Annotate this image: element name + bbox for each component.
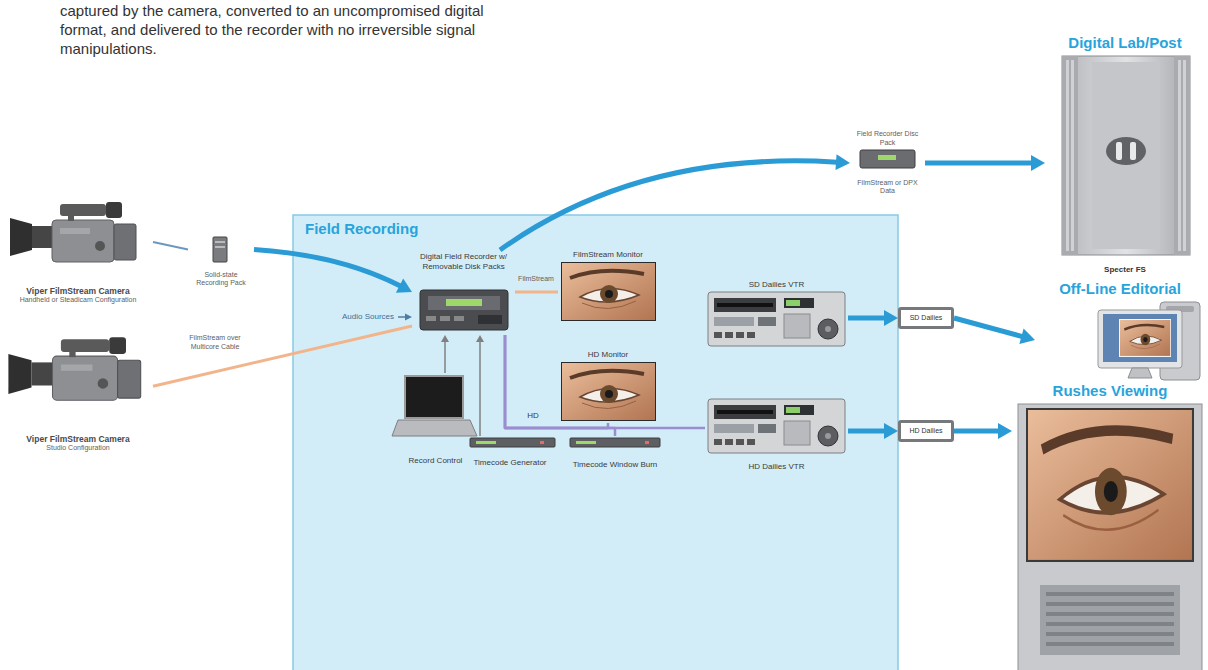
edge-label: FilmStream	[514, 275, 558, 284]
server-station: Digital Lab/PostSpecter FS	[1045, 32, 1205, 277]
tape-cassette: SD Dailies	[898, 307, 954, 329]
connector-line	[500, 161, 837, 250]
recorder-drawing	[420, 290, 508, 330]
connector-line	[505, 335, 608, 428]
arrow-head	[884, 423, 898, 439]
node-label: Solid-state Recording Pack	[190, 271, 252, 289]
node-label: FilmStream or DPX Data	[852, 179, 923, 197]
arrow-head	[998, 423, 1012, 439]
field-recording-ground	[293, 215, 898, 670]
connector	[500, 154, 850, 250]
connector	[476, 335, 484, 436]
connector	[848, 423, 898, 439]
workstation-drawing	[1098, 302, 1200, 380]
node-label: HD Monitor	[560, 350, 656, 360]
node-label: HD Dailies	[903, 427, 949, 435]
node-label: Timecode Generator	[467, 458, 553, 468]
connector-line	[505, 335, 705, 428]
connector	[153, 242, 188, 249]
connector	[505, 335, 608, 428]
connector-line	[515, 291, 558, 294]
node-label: Viper FilmStream Camera	[5, 434, 151, 444]
arrow-head	[396, 278, 412, 292]
connector	[441, 335, 449, 373]
timecode-device: Timecode Generator	[465, 436, 555, 470]
connector-line	[153, 326, 412, 386]
disc-pack-drawing	[860, 150, 915, 168]
vtr-drawing	[708, 292, 845, 453]
connector-line	[153, 242, 188, 249]
vtr-device: HD Dailies VTR	[705, 396, 848, 474]
monitor-device: FilmStream Monitor	[558, 248, 658, 323]
audio-input-arrow	[398, 314, 412, 321]
node-label: Handheld or Steadicam Configuration	[5, 296, 151, 305]
node-label: Field Recording	[305, 220, 886, 238]
editing-station: Off-Line Editorial	[1035, 278, 1205, 383]
television-drawing	[1018, 404, 1202, 670]
monitor-drawing	[561, 262, 656, 421]
connector	[954, 423, 1012, 439]
connector-line	[848, 429, 885, 434]
arrow-head	[1031, 155, 1045, 171]
note-text: Audio Sources	[334, 312, 394, 322]
node-label: SD Dailies VTR	[707, 280, 846, 290]
connector-line	[479, 341, 481, 436]
server-tower-drawing	[1062, 56, 1190, 255]
recording-pack-drawing	[213, 237, 227, 262]
connector	[153, 326, 412, 386]
connector-line	[954, 429, 999, 434]
recorder-device: Digital Field Recorder w/ Removable Disk…	[412, 250, 515, 335]
node-label: Viper FilmStream Camera	[5, 286, 151, 296]
viewing-station: Rushes Viewing	[1012, 380, 1208, 670]
node-label: Rushes Viewing	[1014, 382, 1206, 400]
recording-pack: Solid-state Recording Pack	[188, 232, 254, 290]
connector	[505, 335, 705, 428]
vtr-device: SD Dailies VTR	[705, 278, 848, 348]
connector	[515, 292, 558, 293]
arrow-head	[1019, 329, 1035, 344]
node-label: Specter FS	[1047, 265, 1203, 275]
edge-label: HD	[520, 411, 546, 421]
monitor-device: HD Monitor	[558, 348, 658, 423]
connector	[848, 310, 898, 326]
connector-line	[254, 249, 400, 286]
node-label: FilmStream Monitor	[560, 250, 656, 260]
connector-line	[444, 341, 446, 373]
connector	[254, 249, 412, 292]
arrow-head	[441, 335, 449, 342]
note-text: captured by the camera, converted to an …	[60, 1, 490, 58]
edge-label: FilmStream over Multicore Cable	[176, 334, 254, 352]
disc-pack: Field Recorder Disc PackFilmStream or DP…	[850, 128, 925, 198]
timecode-device: Timecode Window Burn	[565, 436, 665, 472]
arrow-head	[836, 154, 850, 170]
node-label: SD Dailies	[903, 314, 949, 322]
camera-unit: Viper FilmStream CameraStudio Configurat…	[3, 330, 153, 455]
connector-line	[848, 316, 885, 321]
node-label: Digital Lab/Post	[1047, 34, 1203, 52]
tape-cassette: HD Dailies	[898, 420, 954, 442]
node-label: Off-Line Editorial	[1037, 280, 1203, 298]
connector-line	[925, 161, 1032, 166]
connector	[925, 155, 1045, 171]
region-band: Field RecordingDigital Field Recorder w/…	[293, 215, 898, 670]
node-label: Digital Field Recorder w/ Removable Disk…	[414, 252, 513, 272]
laptop-drawing	[392, 376, 477, 436]
node-label: Field Recorder Disc Pack	[852, 130, 923, 148]
arrow-head	[884, 310, 898, 326]
control-laptop: Record Control	[393, 373, 478, 468]
node-label: Record Control	[395, 456, 476, 466]
arrow-head	[476, 335, 484, 342]
node-label: Timecode Window Burn	[567, 460, 663, 470]
camera-unit: Viper FilmStream CameraHandheld or Stead…	[3, 195, 153, 307]
node-label: Studio Configuration	[5, 444, 151, 453]
timecode-device-drawing	[470, 438, 660, 447]
node-label: HD Dailies VTR	[707, 462, 846, 472]
connector	[954, 318, 1035, 344]
connector-line	[954, 318, 1022, 337]
